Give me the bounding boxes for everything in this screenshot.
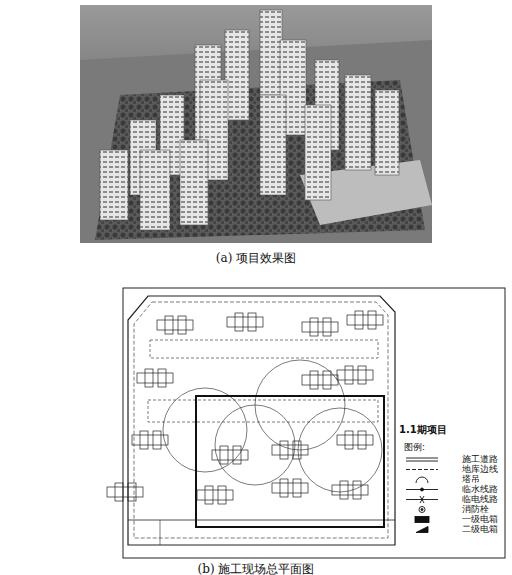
legend-symbol: [404, 495, 440, 504]
rendering-photo: [80, 5, 432, 243]
region-heading: 1.1期项目: [399, 423, 447, 437]
legend-symbol: [404, 515, 440, 524]
figure-caption: (b) 施工现场总平面图: [198, 561, 315, 575]
legend-symbol: [404, 505, 440, 514]
legend-title: 图例:: [404, 441, 425, 454]
legend-symbol: [404, 525, 440, 534]
site-plan: [107, 288, 505, 558]
legend-text: 二级电箱: [462, 524, 498, 536]
legend-symbol: [404, 465, 440, 474]
legend-symbol: [404, 485, 440, 494]
phase-region: 1.1期项目: [195, 395, 385, 528]
legend-symbol: [404, 455, 440, 464]
figure-caption: (a) 项目效果图: [216, 250, 296, 267]
legend-symbol: [404, 475, 440, 484]
